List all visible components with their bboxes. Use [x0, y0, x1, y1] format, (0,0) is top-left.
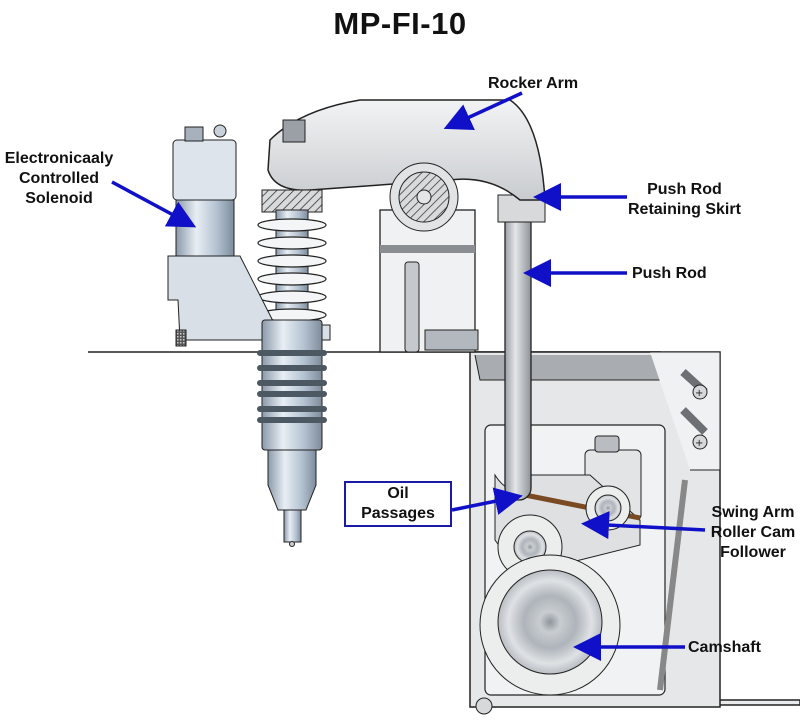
label-swing-line-3: Follower: [720, 544, 786, 561]
label-skirt-line-1: Push Rod: [647, 181, 722, 198]
label-oil-line-1: Oil: [387, 485, 409, 502]
injector-spring: [257, 189, 327, 336]
diagram-title: MP-FI-10: [333, 6, 467, 41]
label-solenoid-line-3: Solenoid: [25, 190, 93, 207]
label-push-rod-retaining-skirt: Push Rod Retaining Skirt: [628, 180, 741, 220]
arrow-solenoid: [111, 180, 197, 228]
arrow-swing-arm: [581, 511, 706, 540]
label-solenoid-line-2: Controlled: [19, 170, 99, 187]
svg-text:+: +: [695, 388, 703, 399]
label-camshaft: Camshaft: [688, 639, 761, 656]
label-solenoid-line-1: Electronicaaly: [4, 150, 114, 167]
callout-arrows: [111, 91, 706, 661]
arrow-oil-passages: [451, 487, 523, 515]
label-push-rod: Push Rod: [632, 265, 707, 282]
rocker-pedestal: [379, 209, 479, 353]
svg-text:+: +: [695, 438, 703, 449]
label-rocker-arm: Rocker Arm: [488, 75, 579, 92]
injector-nozzle: [257, 319, 327, 547]
label-oil-passages: Oil Passages: [344, 481, 452, 527]
label-swing-arm-roller-cam-follower: Swing Arm Roller Cam Follower: [706, 503, 800, 563]
solenoid: [167, 124, 331, 347]
label-swing-line-1: Swing Arm: [711, 504, 795, 521]
label-solenoid: Electronicaaly Controlled Solenoid: [0, 149, 118, 209]
label-oil-line-2: Passages: [361, 505, 435, 522]
camshaft: [479, 554, 621, 696]
label-swing-line-2: Roller Cam: [710, 524, 796, 541]
arrow-rocker-arm: [443, 91, 523, 130]
label-skirt-line-2: Retaining Skirt: [628, 201, 741, 218]
